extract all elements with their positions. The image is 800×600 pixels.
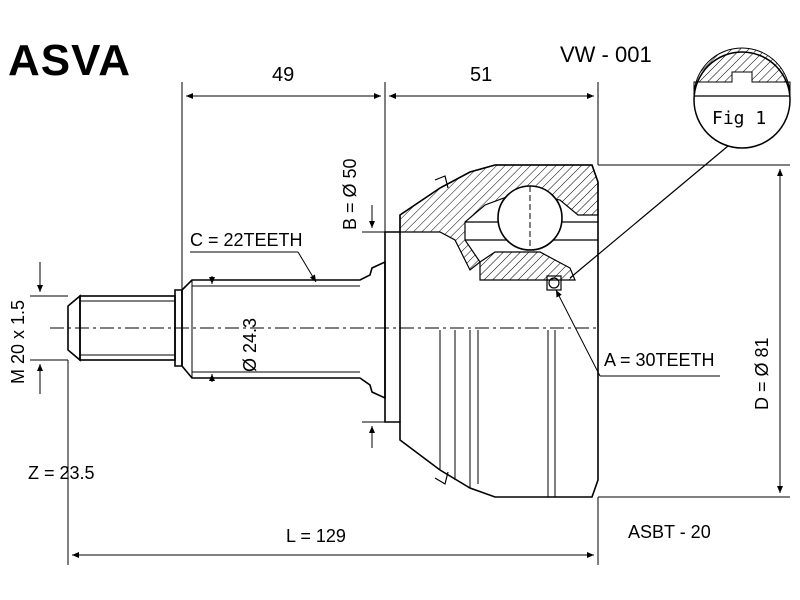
dim-b-diameter: B = Ø 50 — [340, 158, 360, 230]
dimension-lines — [30, 82, 790, 565]
dim-z-value: Z = 23.5 — [28, 463, 95, 483]
dim-length: L = 129 — [286, 526, 346, 546]
boot-code: ASBT - 20 — [628, 522, 711, 542]
dim-c-teeth: C = 22TEETH — [190, 230, 303, 250]
brand-logo: ASVA — [8, 36, 131, 85]
dim-top-left: 49 — [272, 64, 295, 86]
fig-detail — [569, 47, 791, 279]
part-number: VW - 001 — [560, 42, 652, 67]
dim-d-diameter: D = Ø 81 — [752, 337, 772, 410]
dim-m-thread: M 20 x 1.5 — [8, 299, 28, 384]
fig-label: Fig 1 — [712, 108, 767, 129]
dim-top-right: 51 — [470, 64, 493, 86]
dim-shaft-diameter: Ø 24.3 — [240, 317, 260, 372]
dim-a-teeth: A = 30TEETH — [604, 350, 715, 370]
inner-pin — [546, 275, 562, 291]
